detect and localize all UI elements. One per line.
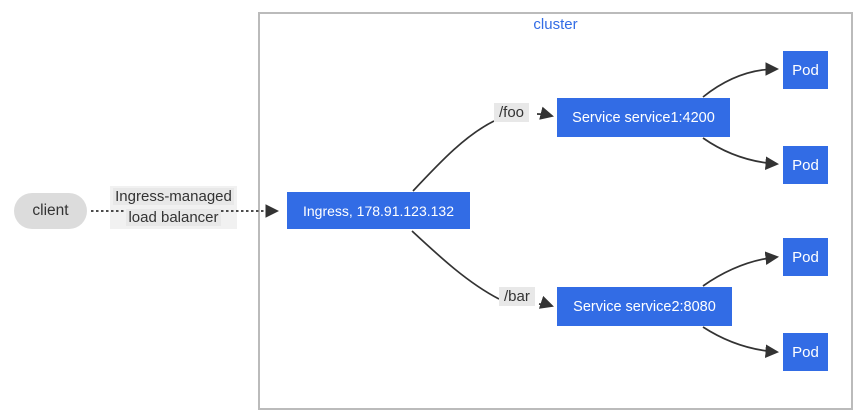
edge-label-load-balancer: Ingress-managed load balancer [110,186,237,228]
node-client: client [14,193,87,229]
node-pod-4: Pod [783,333,828,371]
edge-label-foo: /foo [494,103,530,122]
node-pod-1: Pod [783,51,828,89]
node-service1: Service service1:4200 [557,98,730,137]
node-pod-2: Pod [783,146,828,184]
node-ingress: Ingress, 178.91.123.132 [287,192,470,229]
edge-label-load-balancer-line2: load balancer [126,209,221,226]
edge-label-bar: /bar [499,287,535,306]
node-pod-3: Pod [783,238,828,276]
node-service2: Service service2:8080 [557,287,732,326]
edge-label-load-balancer-line1: Ingress-managed [113,188,234,205]
cluster-title: cluster [533,16,578,33]
